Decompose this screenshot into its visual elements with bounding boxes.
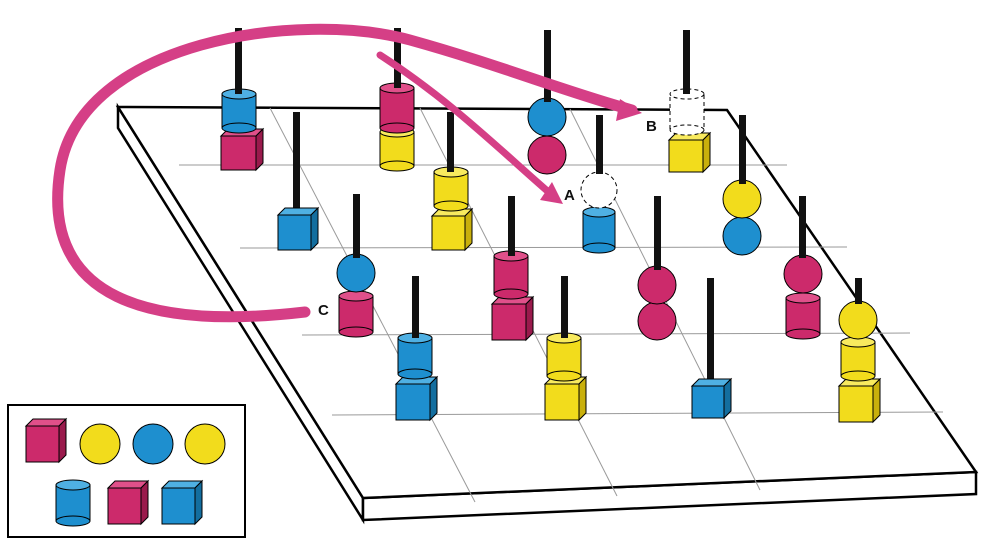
blue-sphere (527, 97, 567, 137)
blue-cylinder (55, 479, 91, 527)
yellow-cylinder (840, 336, 876, 382)
blue-sphere (336, 253, 376, 293)
peg-rod (561, 276, 568, 336)
peg-rod (508, 196, 515, 256)
blue-cube (276, 206, 320, 252)
peg-r1c1 (430, 112, 474, 252)
peg-rod (799, 196, 806, 254)
peg-rod (544, 30, 551, 102)
peg-r3c2 (690, 278, 733, 420)
peg-r3c3 (837, 278, 882, 424)
peg-rod (394, 28, 401, 88)
yellow-cube (543, 375, 588, 422)
label-a: A (564, 187, 575, 204)
blue-cube (160, 479, 204, 526)
magenta-cube (490, 295, 535, 342)
label-b: B (646, 118, 657, 135)
peg-r2c3 (783, 196, 823, 340)
peg-rod (447, 112, 454, 170)
peg-rod (654, 196, 661, 270)
yellow-sphere (722, 179, 762, 219)
yellow-cube (837, 377, 882, 424)
legend-box (7, 404, 246, 538)
magenta-cylinder (785, 292, 821, 340)
peg-r0c0 (219, 28, 265, 172)
magenta-sphere (527, 135, 567, 175)
peg-r2c0 (336, 194, 376, 338)
peg-rod (235, 28, 242, 108)
peg-rod (412, 276, 419, 336)
magenta-cylinder (338, 290, 374, 338)
peg-r2c2 (637, 196, 677, 341)
magenta-sphere (637, 301, 677, 341)
peg-r3c1 (543, 276, 588, 422)
board-top (115, 105, 979, 500)
magenta-cylinder (493, 250, 529, 300)
pegs (219, 28, 882, 424)
blue-cylinder (397, 332, 433, 380)
peg-r1c0 (276, 112, 320, 252)
magenta-cube (219, 127, 265, 172)
yellow-sphere (79, 423, 121, 465)
yellow-sphere (838, 300, 878, 340)
peg-r1c2 (580, 115, 618, 254)
peg-rod (353, 194, 360, 256)
arrow-c-to-b (52, 23, 638, 323)
peg-r1c3 (722, 115, 762, 256)
magenta-cube (106, 479, 150, 526)
blue-sphere (132, 423, 174, 465)
board (115, 102, 979, 525)
yellow-cylinder (433, 166, 469, 212)
label-c: C (318, 302, 329, 319)
yellow-sphere (184, 423, 226, 465)
empty-cylinder-target-b (669, 88, 705, 136)
arrowhead-a (540, 182, 563, 204)
blue-cylinder (221, 88, 257, 134)
yellow-cylinder (379, 126, 415, 172)
magenta-sphere (637, 265, 677, 305)
arrow-c-to-a (376, 51, 556, 199)
peg-r0c1 (379, 28, 415, 172)
peg-r0c3 (667, 30, 712, 174)
peg-rod (855, 278, 862, 304)
empty-sphere-target-a (580, 171, 618, 209)
yellow-cylinder (546, 332, 582, 382)
peg-rod (596, 115, 603, 175)
magenta-cylinder (379, 82, 415, 134)
magenta-sphere (783, 254, 823, 294)
blue-sphere (722, 216, 762, 256)
magenta-cube (24, 417, 68, 464)
blue-cube (394, 375, 439, 422)
blue-cube (690, 377, 733, 420)
blue-cylinder (582, 206, 616, 254)
peg-r2c1 (490, 196, 535, 342)
yellow-cube (430, 207, 474, 252)
peg-r3c0 (394, 276, 439, 422)
peg-rod (293, 112, 300, 210)
peg-rod (739, 115, 746, 185)
yellow-cube (667, 131, 712, 174)
peg-rod (683, 30, 690, 94)
peg-r0c2 (527, 30, 567, 175)
peg-rod (707, 278, 714, 382)
move-arrows (52, 23, 642, 323)
arrowhead-b (616, 99, 642, 121)
